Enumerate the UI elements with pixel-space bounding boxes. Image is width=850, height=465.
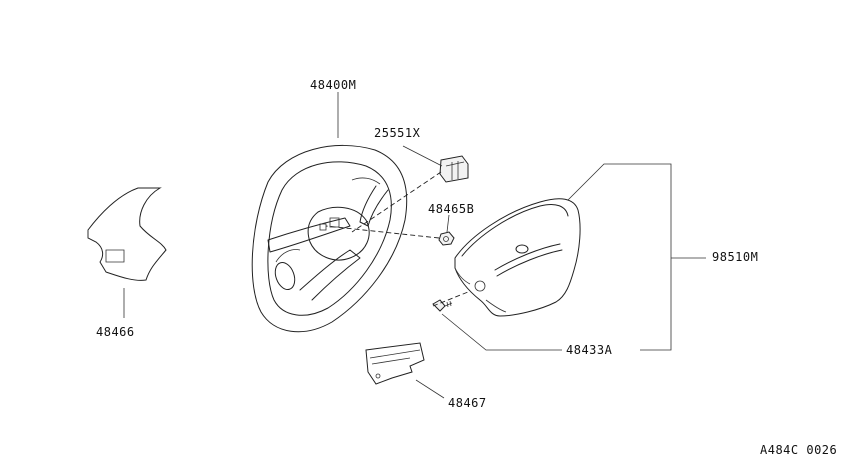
label-98510M: 98510M — [712, 250, 759, 264]
label-48400M: 48400M — [310, 78, 357, 92]
label-25551X: 25551X — [374, 126, 421, 140]
nut-drawing — [438, 231, 455, 246]
airbag-module-drawing — [454, 198, 581, 317]
lower-cover-drawing — [365, 342, 425, 385]
bolt-drawing — [432, 299, 453, 312]
diagram-code: A484C 0026 — [760, 443, 838, 457]
switch-drawing — [439, 155, 469, 183]
assembly-lines — [325, 171, 469, 307]
steering-wheel-drawing — [251, 144, 408, 333]
leader-lines — [123, 92, 706, 399]
label-48433A: 48433A — [566, 343, 613, 357]
side-cover-drawing — [87, 187, 167, 281]
label-48467: 48467 — [448, 396, 487, 410]
label-48465B: 48465B — [428, 202, 475, 216]
label-48466: 48466 — [96, 325, 135, 339]
